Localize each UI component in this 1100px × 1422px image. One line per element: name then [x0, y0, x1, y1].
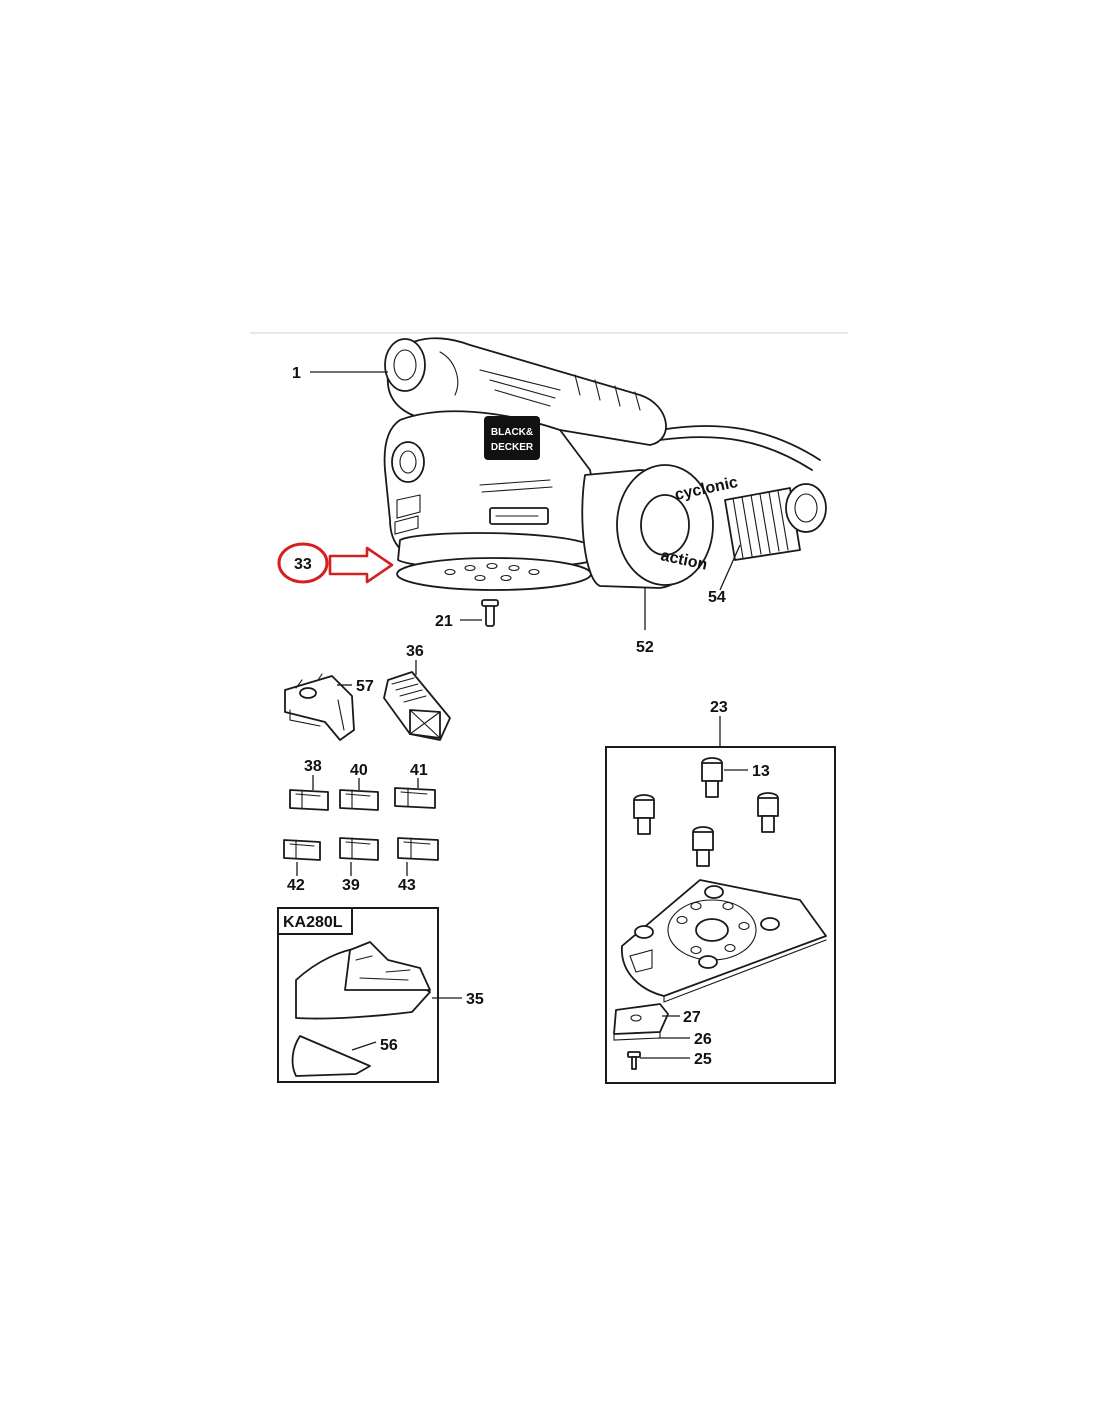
callout-54: 54 — [708, 589, 726, 606]
clip-40 — [339, 789, 379, 811]
callout-23: 23 — [710, 699, 728, 716]
callout-56: 56 — [380, 1037, 398, 1054]
callout-52: 52 — [636, 639, 654, 656]
callout-26: 26 — [694, 1031, 712, 1048]
part-27-26-25 — [613, 1003, 669, 1070]
clip-41 — [394, 787, 436, 809]
callout-13: 13 — [752, 763, 770, 780]
callout-40: 40 — [350, 762, 368, 779]
callout-21: 21 — [435, 613, 453, 630]
highlight-arrow — [328, 546, 394, 584]
part-36 — [383, 671, 451, 741]
highlight-circle — [277, 542, 329, 584]
part-35 — [295, 941, 431, 1020]
callout-42: 42 — [287, 877, 305, 894]
clip-43 — [397, 837, 439, 861]
callout-33: 33 — [294, 556, 312, 573]
callout-43: 43 — [398, 877, 416, 894]
callout-35: 35 — [466, 991, 484, 1008]
brand-line2: DECKER — [491, 442, 534, 453]
part-56 — [291, 1035, 371, 1077]
callout-41: 41 — [410, 762, 428, 779]
callout-1: 1 — [292, 365, 301, 382]
callout-27: 27 — [683, 1009, 701, 1026]
clip-39 — [339, 837, 379, 861]
callout-39: 39 — [342, 877, 360, 894]
callout-25: 25 — [694, 1051, 712, 1068]
clip-42 — [283, 839, 321, 861]
part-13-fasteners — [633, 757, 779, 867]
callout-57: 57 — [356, 678, 374, 695]
callout-36: 36 — [406, 643, 424, 660]
callout-38: 38 — [304, 758, 322, 775]
brand-line1: BLACK& — [491, 427, 533, 438]
sander-illustration: BLACK& DECKER cyclonic action — [383, 337, 827, 627]
part-57 — [284, 673, 355, 741]
inset-title-box — [277, 907, 353, 935]
part-23-base-plate — [621, 879, 827, 1003]
clip-38 — [289, 789, 329, 811]
inset-title: KA280L — [283, 914, 343, 931]
